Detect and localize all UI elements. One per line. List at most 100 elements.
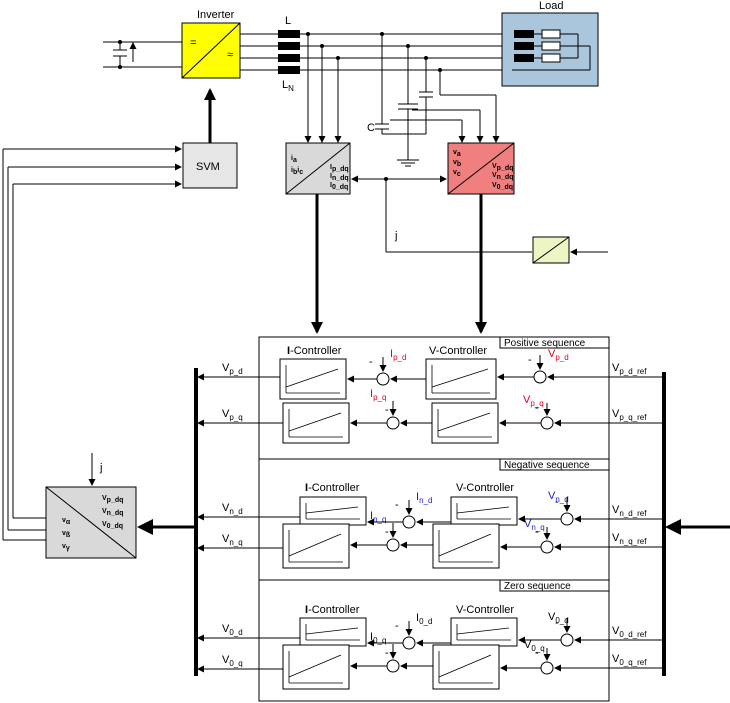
minus-iq: - xyxy=(385,647,389,659)
sum-node-id xyxy=(376,372,390,386)
sum-node-vd xyxy=(560,512,574,526)
valpha-label: vα xyxy=(62,517,71,526)
v0-dq-input-label: V0_dq xyxy=(102,521,123,530)
vn-dq-input-label: Vn_dq xyxy=(102,508,123,517)
ref-d-label: V0_d_ref xyxy=(612,625,647,639)
in-dq-label: In_dq xyxy=(330,173,349,182)
out-q-label: V0_q xyxy=(222,654,243,668)
vc-label: vc xyxy=(453,169,461,178)
inverter-label: Inverter xyxy=(197,9,235,21)
i0-dq-label: I0_dq xyxy=(330,182,348,191)
sum-node-id xyxy=(402,636,416,650)
vgamma-label: vγ xyxy=(62,543,70,552)
vq-label: V0_q xyxy=(524,639,545,653)
section-title: Positive sequence xyxy=(504,338,586,349)
ref-q-label: Vp_q_ref xyxy=(612,408,647,422)
pll-block xyxy=(532,236,608,264)
v0-dq-label: V0_dq xyxy=(492,182,513,191)
neutral-inductor-label: LN xyxy=(282,79,294,93)
section-title-box xyxy=(499,458,610,471)
sum-node-iq xyxy=(386,538,400,552)
vq-label: Vp_q xyxy=(523,394,544,408)
v-controller-d-ramp xyxy=(456,627,510,635)
minus-vd: - xyxy=(555,496,559,508)
section-title-box xyxy=(499,336,610,349)
dc-link xyxy=(103,40,182,69)
out-d-label: Vn_d xyxy=(222,502,243,516)
v-controller-q xyxy=(431,402,499,444)
v-controller-q-ramp xyxy=(437,412,491,432)
i-controller-q xyxy=(282,644,350,690)
out-d-label: V0_d xyxy=(222,623,243,637)
ac-symbol: ≈ xyxy=(227,49,233,61)
va-label: va xyxy=(453,149,461,158)
id-label: Ip_d xyxy=(390,348,406,362)
section-title-box xyxy=(499,579,610,592)
i-controller-d xyxy=(299,617,367,647)
sum-node-vd xyxy=(560,633,574,647)
minus-vd: - xyxy=(555,617,559,629)
minus-vq: - xyxy=(535,402,539,414)
v-controller-q xyxy=(432,523,500,569)
out-q-label: Vp_q xyxy=(222,408,243,422)
svm-block: SVM xyxy=(182,88,238,189)
sum-node-vq xyxy=(540,540,554,554)
measurement-feedback-arrows xyxy=(311,194,487,334)
minus-vd: - xyxy=(528,354,532,366)
ref-q-label: Vn_q_ref xyxy=(612,532,647,546)
ref-d-label: Vp_d_ref xyxy=(612,362,647,376)
v-controller-q-ramp xyxy=(438,533,492,557)
filter-capacitors: C xyxy=(367,34,500,167)
i-controller-q-ramp xyxy=(288,654,342,678)
minus-iq: - xyxy=(385,404,389,416)
svm-label: SVM xyxy=(196,161,220,173)
load-block: Load xyxy=(501,0,599,87)
vq-label: Vn_q xyxy=(524,518,545,532)
ib-ic-label: ibic xyxy=(291,167,303,176)
v-controller-q xyxy=(432,644,500,690)
v-controller-d-ramp xyxy=(431,368,489,388)
i-controller-label: I-Controller xyxy=(305,604,360,616)
minus-id: - xyxy=(395,499,399,511)
i-controller-label: I-Controller xyxy=(305,482,360,494)
i-controller-d-ramp xyxy=(285,368,339,388)
vbeta-label: vß xyxy=(62,530,71,539)
inverter-block: Inverter = ≈ xyxy=(181,9,241,79)
iq-label: In_q xyxy=(370,510,386,524)
i-controller-q xyxy=(282,523,350,569)
v-controller-d xyxy=(450,617,518,647)
sum-node-id xyxy=(402,515,416,529)
minus-id: - xyxy=(395,620,399,632)
ia-label: ia xyxy=(291,155,297,164)
i-controller-d-ramp xyxy=(305,627,359,635)
capacitor-label: C xyxy=(367,122,375,134)
pll-angle-label: j xyxy=(394,230,397,242)
current-transform-block: ia ibic Ip_dq In_dq I0_dq xyxy=(285,142,351,195)
vp-dq-input-label: Vp_dq xyxy=(102,495,123,504)
dc-symbol: = xyxy=(190,37,196,49)
vb-label: vb xyxy=(453,159,461,168)
out-d-label: Vp_d xyxy=(222,362,243,376)
vd-label: Vp_d xyxy=(548,348,569,362)
i-controller-q-ramp xyxy=(288,533,342,557)
i-controller-q-ramp xyxy=(288,412,342,432)
v-controller-q-ramp xyxy=(438,654,492,678)
v-controller-d xyxy=(425,358,497,400)
i-controller-d-ramp xyxy=(305,506,359,514)
v-controller-label: V-Controller xyxy=(456,604,514,616)
inverse-angle-label: j xyxy=(99,462,102,474)
i-controller-d xyxy=(279,358,347,400)
id-label: I0_d xyxy=(416,612,432,626)
svm-feedback-lines xyxy=(2,145,182,541)
vn-dq-label: Vn_dq xyxy=(492,172,513,181)
vd-label: Vn_d xyxy=(548,490,569,504)
sum-node-iq xyxy=(386,659,400,673)
ip-dq-label: Ip_dq xyxy=(330,164,349,173)
v-controller-d-ramp xyxy=(456,506,510,514)
inverse-transform-block: j Vp_dq Vn_dq V0_dq vα vß vγ xyxy=(45,453,137,559)
inductor-label: L xyxy=(285,15,291,27)
